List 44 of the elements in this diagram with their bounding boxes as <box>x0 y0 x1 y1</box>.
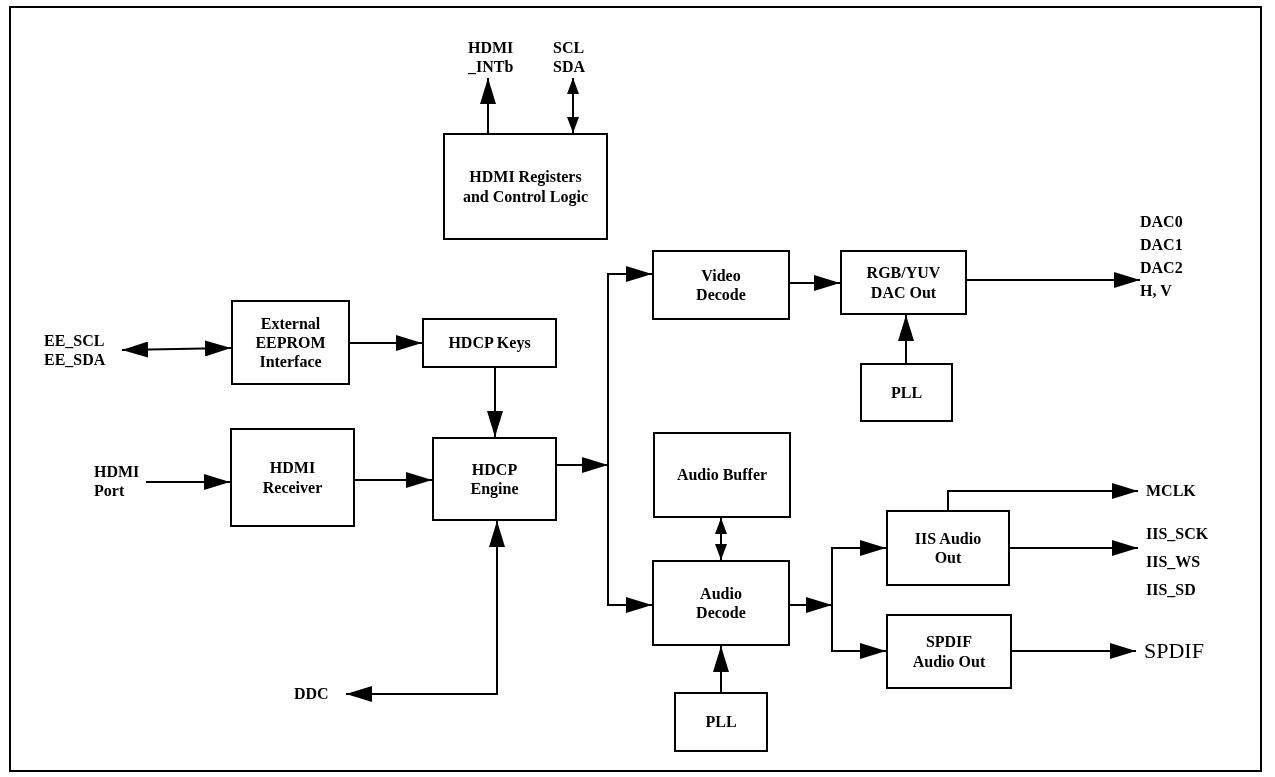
connector-arrow <box>345 520 505 702</box>
process-box: External EEPROM Interface <box>231 300 350 385</box>
connector-arrow <box>1011 643 1137 659</box>
connector-arrow <box>1009 540 1139 556</box>
signal-label: SCL SDA <box>553 36 597 78</box>
signal-label: HDMI _INTb <box>468 36 522 78</box>
process-box: IIS Audio Out <box>886 510 1010 586</box>
connector-arrow <box>607 266 653 466</box>
process-box: HDMI Receiver <box>230 428 355 527</box>
process-box: Audio Buffer <box>653 432 791 518</box>
connector-arrow <box>480 77 496 134</box>
signal-label: IIS_SCK IIS_WS IIS_SD <box>1138 513 1232 611</box>
signal-label: HDMI Port <box>94 458 146 504</box>
process-box: SPDIF Audio Out <box>886 614 1012 689</box>
connector-arrow <box>947 483 1139 511</box>
connector-arrow <box>831 540 887 606</box>
connector-arrow <box>713 645 729 693</box>
process-box: PLL <box>674 692 768 752</box>
connector-arrow <box>145 474 231 490</box>
connector-arrow <box>349 335 423 351</box>
connector-arrow <box>789 275 841 291</box>
connector-arrow <box>121 340 232 358</box>
connector-arrow <box>715 517 727 561</box>
connector-arrow <box>567 77 579 134</box>
process-box: Video Decode <box>652 250 790 320</box>
connector-arrow <box>789 597 833 613</box>
process-box: PLL <box>860 363 953 422</box>
connector-arrow <box>898 314 914 364</box>
connector-arrow <box>487 367 503 438</box>
process-box: HDCP Keys <box>422 318 557 368</box>
signal-label: MCLK <box>1138 480 1208 502</box>
process-box: Audio Decode <box>652 560 790 646</box>
connector-arrow <box>354 472 433 488</box>
signal-label: SPDIF <box>1136 636 1226 666</box>
signal-label: DAC0 DAC1 DAC2 H, V <box>1140 208 1196 304</box>
connector-arrow <box>831 604 887 659</box>
process-box: HDMI Registers and Control Logic <box>443 133 608 240</box>
connector-arrow <box>966 272 1141 288</box>
signal-label: EE_SCL EE_SDA <box>44 328 122 372</box>
connector-arrow <box>607 464 653 613</box>
signal-label: DDC <box>294 682 346 706</box>
process-box: RGB/YUV DAC Out <box>840 250 967 315</box>
process-box: HDCP Engine <box>432 437 557 521</box>
connector-arrow <box>556 457 609 473</box>
